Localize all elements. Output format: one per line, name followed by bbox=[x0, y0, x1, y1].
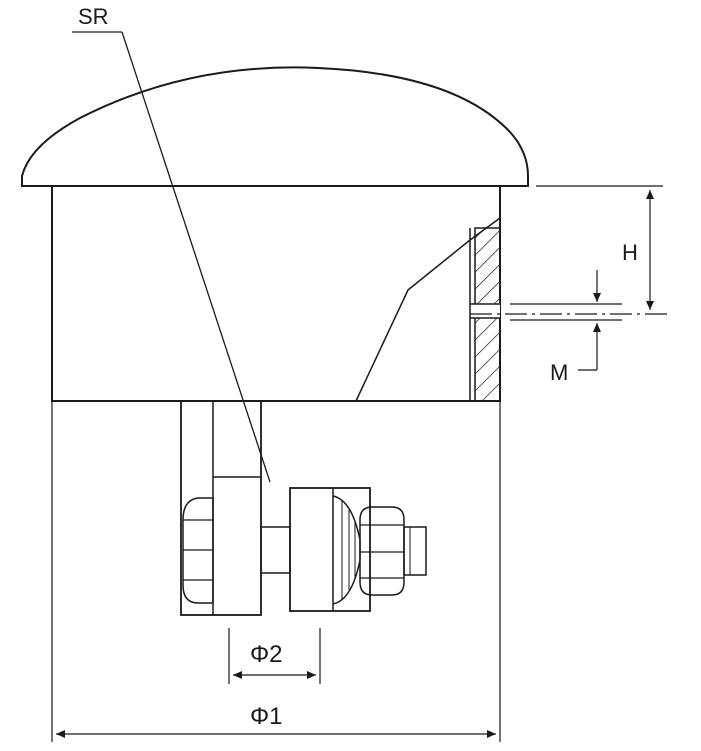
roller bbox=[289, 487, 371, 612]
body bbox=[51, 185, 501, 402]
h-dimension: H bbox=[536, 185, 663, 310]
phi1-dimension: Φ1 bbox=[51, 401, 501, 742]
right-hex-nut bbox=[359, 506, 405, 596]
left-hex-nut bbox=[182, 497, 214, 604]
centerline bbox=[470, 303, 668, 321]
phi2-label: Φ2 bbox=[250, 641, 283, 668]
m-dimension: M bbox=[550, 270, 601, 385]
m-label: M bbox=[550, 360, 568, 385]
sr-callout: SR bbox=[72, 4, 271, 483]
sr-label: SR bbox=[78, 4, 109, 29]
shaft bbox=[260, 526, 291, 574]
cone-profile bbox=[355, 217, 501, 402]
h-label: H bbox=[622, 240, 638, 265]
dome-cap bbox=[21, 66, 529, 187]
phi2-dimension: Φ2 bbox=[228, 628, 321, 684]
bolt-end bbox=[403, 526, 427, 576]
mount-bracket bbox=[180, 400, 262, 616]
phi1-label: Φ1 bbox=[250, 703, 283, 730]
